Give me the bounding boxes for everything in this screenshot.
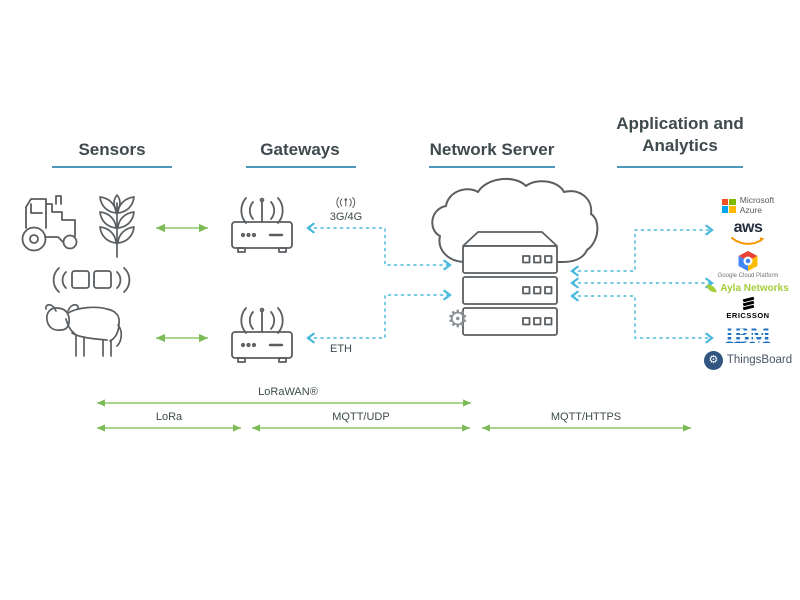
tractor-icon [21, 195, 78, 252]
aws-logo: aws [730, 218, 766, 246]
gateway-icon-2 [230, 306, 294, 364]
network-server-header-underline [429, 166, 555, 168]
ericsson-logo: ERICSSON [726, 296, 770, 320]
column-header-sensors: Sensors [78, 140, 146, 159]
ayla-networks-logo: Ayla Networks [706, 282, 789, 294]
column-header-applications: Application and Analytics [616, 114, 744, 156]
gateway-icon-1 [230, 196, 294, 254]
cow-icon [45, 303, 123, 357]
aws-smile-icon [731, 236, 765, 245]
thingsboard-gear-icon: ⚙ [703, 350, 723, 370]
thingsboard-label: ThingsBoard [726, 354, 793, 367]
ericsson-label: ERICSSON [726, 310, 770, 320]
gcp-hexagon-icon [738, 250, 758, 271]
eth-link-label: ETH [330, 343, 352, 355]
ayla-label: Ayla Networks [720, 282, 789, 294]
applications-header-underline [617, 166, 743, 168]
microsoft-azure-logo: Microsoft Azure [721, 195, 775, 216]
cellular-link-label: 3G/4G [330, 196, 362, 223]
protocol-label-mqtt-udp: MQTT/UDP [332, 411, 390, 423]
gateways-header-underline [246, 166, 356, 168]
microsoft-azure-label: Microsoft Azure [739, 195, 775, 215]
gear-icon: ⚙ [447, 306, 469, 333]
server-app-link-top [570, 224, 714, 277]
aws-label: aws [733, 218, 763, 236]
microsoft-logo-icon [721, 198, 736, 213]
server-app-link-bottom [570, 290, 714, 344]
gateway-server-link-eth [306, 289, 452, 344]
protocol-label-mqtt-https: MQTT/HTTPS [550, 411, 622, 423]
ayla-leaf-icon [706, 282, 717, 294]
server-stack-icon [462, 231, 558, 336]
wheat-icon [99, 194, 135, 258]
applications-logo-list: Microsoft Azure aws Google Cloud Platfor… [700, 195, 796, 370]
gateway-server-link-cellular [306, 222, 452, 271]
ibm-logo: IBM [725, 322, 771, 348]
wireless-sensor-icon [52, 267, 131, 293]
ericsson-bars-icon [742, 296, 754, 311]
cellular-label-text: 3G/4G [329, 211, 363, 223]
gcp-logo: Google Cloud Platform [717, 250, 779, 279]
sensors-header-underline [52, 166, 172, 168]
thingsboard-logo: ⚙ ThingsBoard [703, 350, 793, 370]
column-header-gateways: Gateways [260, 140, 340, 159]
gcp-label: Google Cloud Platform [717, 272, 779, 279]
cellular-icon [336, 197, 356, 208]
protocol-label-lorawan: LoRaWAN® [258, 386, 318, 398]
column-header-network-server: Network Server [429, 140, 555, 159]
protocol-label-lora: LoRa [155, 411, 183, 423]
